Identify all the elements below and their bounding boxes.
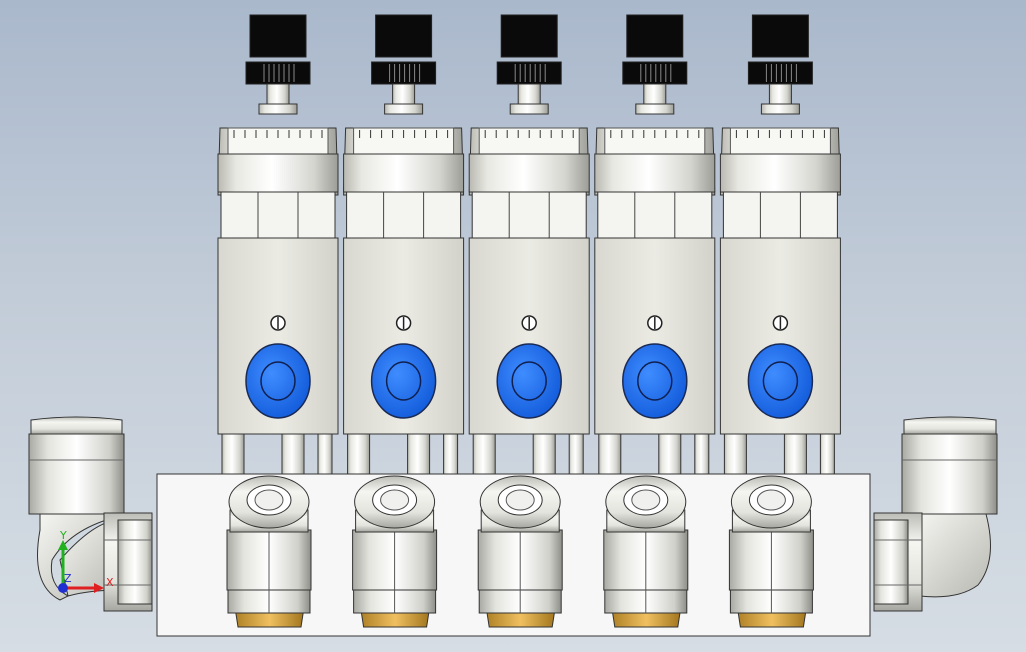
x-axis-label: X	[106, 576, 114, 589]
y-axis-label: Y	[59, 529, 67, 542]
right-elbow-fitting[interactable]	[873, 416, 998, 612]
z-axis-label: Z	[64, 572, 72, 585]
push-in-fitting[interactable]	[477, 475, 563, 628]
push-fitting-group	[226, 475, 814, 628]
push-in-fitting[interactable]	[603, 475, 689, 628]
adjust-knob[interactable]	[622, 14, 688, 85]
blue-port[interactable]	[747, 343, 814, 419]
z-axis-dot	[58, 583, 68, 593]
push-in-fitting[interactable]	[226, 475, 312, 628]
adjust-knob[interactable]	[496, 14, 562, 85]
regulator-unit[interactable]	[217, 14, 339, 477]
blue-port[interactable]	[496, 343, 562, 419]
coordinate-triad: X Y Z	[58, 529, 114, 593]
regulator-unit[interactable]	[719, 14, 841, 477]
regulator-unit[interactable]	[343, 14, 465, 477]
regulator-unit[interactable]	[468, 14, 590, 477]
regulator-group	[217, 14, 841, 477]
x-axis-arrowhead	[94, 583, 104, 593]
blue-port[interactable]	[370, 343, 437, 419]
blue-port[interactable]	[622, 343, 688, 419]
y-axis-arrowhead	[58, 540, 68, 550]
blue-port[interactable]	[245, 343, 311, 419]
regulator-unit[interactable]	[594, 14, 716, 477]
push-in-fitting[interactable]	[352, 475, 438, 628]
left-elbow-fitting[interactable]	[28, 416, 153, 612]
push-in-fitting[interactable]	[728, 475, 814, 628]
adjust-knob[interactable]	[245, 14, 311, 85]
adjust-knob[interactable]	[747, 14, 813, 85]
adjust-knob[interactable]	[371, 14, 437, 85]
